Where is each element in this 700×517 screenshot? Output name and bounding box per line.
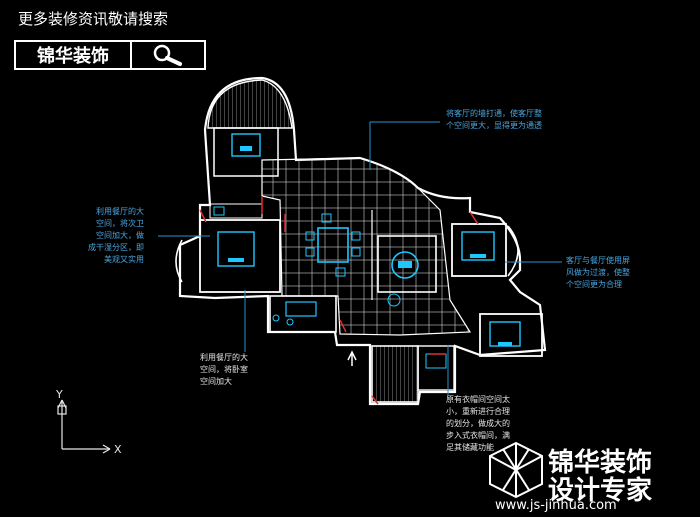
outer-wall	[178, 76, 547, 406]
annotation-bottom-mid: 原有衣帽间空间太小，重新进行合理的划分，做成大的步入式衣帽间，满足其储藏功能	[446, 395, 510, 452]
search-button[interactable]	[132, 42, 204, 68]
annotation-top-right: 将客厅的墙打通，使客厅整个空间更大，显得更为通透	[446, 109, 542, 130]
cube-logo-icon	[489, 441, 543, 499]
ucs-axis	[57, 399, 111, 454]
dining-table	[317, 227, 349, 263]
search-brand-label: 锦华装饰	[16, 42, 132, 68]
top-balcony	[207, 79, 293, 129]
tiled-floor	[261, 157, 472, 336]
entry-arrow	[347, 350, 357, 366]
axis-x-label: X	[114, 443, 122, 456]
annotation-right-mid: 客厅与餐厅使用屏风做为过渡，使整个空间更为合理	[566, 256, 630, 289]
top-bedroom	[213, 127, 279, 177]
lower-right-bedroom	[479, 313, 543, 357]
promo-text: 更多装修资讯敬请搜索	[18, 10, 169, 28]
top-bed	[231, 133, 261, 157]
annotation-left-top: 利用餐厅的大空间，将次卫空间加大，做成干湿分区，即美观又实用	[88, 207, 144, 264]
search-icon	[153, 44, 182, 66]
right-bed	[461, 231, 495, 261]
axis-y-label: Y	[55, 388, 63, 401]
sofa	[377, 235, 437, 293]
annotation-left-bottom: 利用餐厅的大空间，将卧室空间加大	[200, 353, 248, 386]
coffee-table	[391, 251, 419, 279]
walk-in-closet	[371, 345, 419, 403]
left-bedroom	[199, 219, 281, 293]
kitchen	[269, 295, 337, 333]
search-bar[interactable]: 锦华装饰	[14, 40, 206, 70]
left-bed	[217, 231, 255, 267]
logo-url[interactable]: www.js-jinhua.com	[495, 498, 617, 513]
right-bedroom	[451, 223, 507, 277]
logo-line1: 锦华装饰	[548, 448, 653, 478]
logo-line2: 设计专家	[548, 476, 653, 506]
